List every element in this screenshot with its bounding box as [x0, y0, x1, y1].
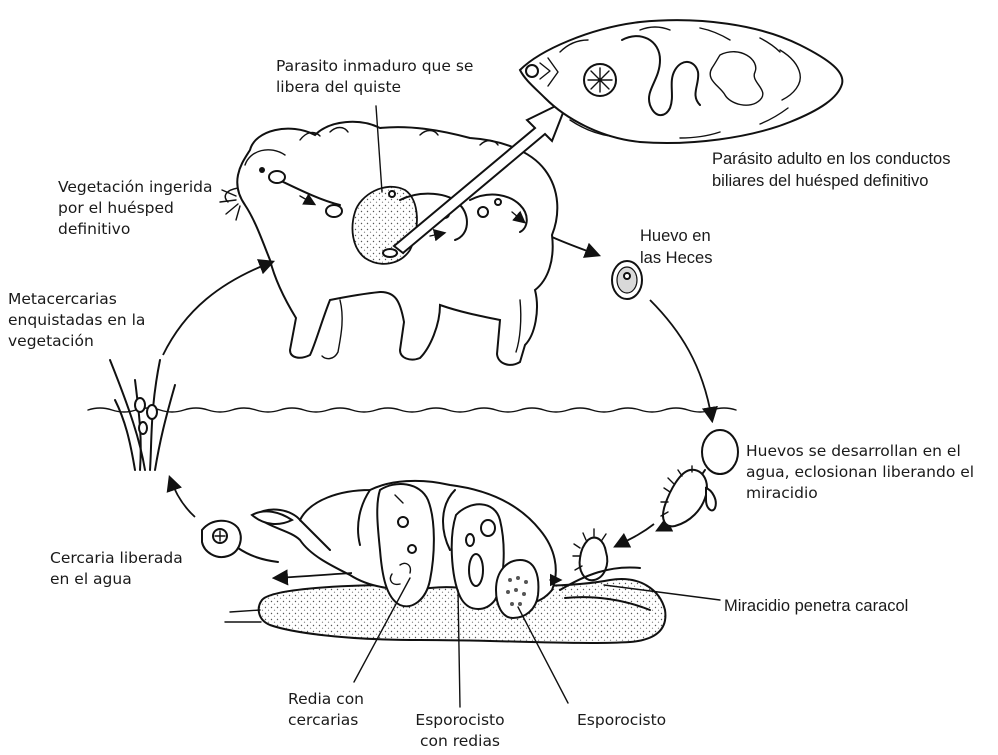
adult-fluke [520, 20, 842, 143]
label-adult-parasite: Parásito adulto en los conductos biliare… [712, 148, 998, 192]
label-cercaria-released: Cercaria liberada en el agua [50, 548, 230, 590]
arrow-sheep-to-egg [552, 237, 598, 255]
label-egg-in-feces: Huevo en las Heces [640, 225, 760, 269]
arrow-cercaria-to-veg [170, 478, 195, 517]
label-miracidium-penetrates: Miracidio penetra caracol [724, 595, 994, 617]
sheep-host [220, 106, 557, 365]
label-sporocyst: Esporocisto [577, 710, 697, 731]
hatching-egg [661, 430, 738, 526]
miracidium [573, 529, 607, 580]
label-sporocyst-with-rediae: Esporocisto con redias [405, 710, 515, 752]
label-ingested-vegetation: Vegetación ingerida por el huésped defin… [58, 177, 248, 240]
arrow-egg-to-water [650, 300, 712, 420]
arrow-cercaria-release [275, 573, 352, 578]
water-line [88, 408, 736, 412]
label-eggs-in-water: Huevos se desarrollan en el agua, eclosi… [746, 441, 996, 504]
arrow-to-snail [616, 524, 654, 546]
label-inmature-parasite: Parasito inmaduro que se libera del quis… [276, 56, 506, 98]
vegetation-metacercariae [110, 360, 175, 470]
label-redia-with-cercariae: Redia con cercarias [288, 689, 388, 731]
egg-in-feces [612, 261, 642, 299]
label-metacercariae: Metacercarias enquistadas en la vegetaci… [8, 289, 198, 352]
